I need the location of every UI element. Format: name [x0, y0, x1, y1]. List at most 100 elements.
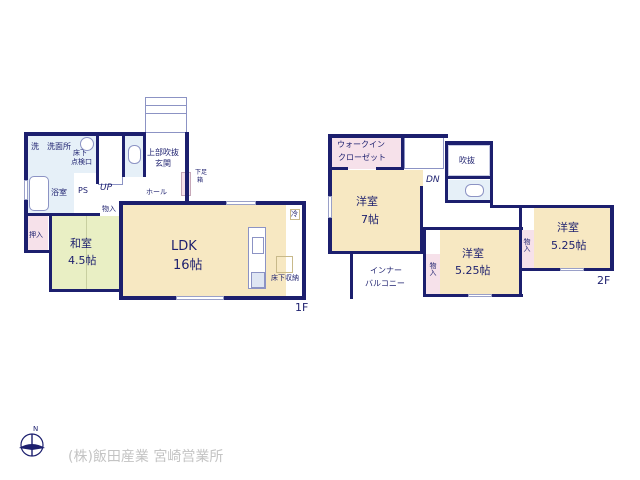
- window: [176, 296, 224, 300]
- wall: [490, 205, 613, 208]
- floor-label-2f: 2F: [597, 274, 611, 287]
- window: [468, 294, 492, 297]
- wall: [519, 205, 522, 297]
- shoe-storage-line1: 下足: [195, 169, 208, 176]
- wall: [350, 251, 353, 299]
- tatami-line: [86, 216, 87, 289]
- room-western-7: [331, 170, 423, 252]
- storage-1f-label: 物入: [102, 205, 116, 213]
- window: [328, 196, 332, 218]
- room-storage-1f: [100, 203, 122, 216]
- western-525b-name: 洋室: [557, 221, 579, 234]
- ldk-size: 16帖: [173, 258, 203, 273]
- window: [560, 268, 584, 271]
- kitchen-sink-icon: [252, 237, 264, 254]
- room-western-525b: [534, 208, 610, 268]
- wall: [420, 186, 423, 254]
- room-oshiire: [26, 216, 48, 250]
- wall: [24, 250, 51, 253]
- wall: [185, 132, 189, 204]
- western-525b-size: 5.25帖: [551, 239, 587, 252]
- toilet-icon: [465, 184, 484, 197]
- western-7-size: 7帖: [361, 213, 379, 226]
- void-label: 吹抜: [459, 156, 475, 165]
- room-void: [448, 145, 490, 176]
- wall: [119, 201, 306, 205]
- balcony-line1: インナー: [370, 266, 402, 275]
- wall: [328, 167, 348, 170]
- wash-label: 洗: [31, 142, 39, 151]
- window: [24, 180, 28, 200]
- storage-2f-b-label: 物入: [523, 238, 532, 252]
- washitsu-name: 和室: [70, 237, 92, 250]
- floor-label-1f: 1F: [295, 301, 309, 314]
- shoe-storage-line2: 箱: [197, 177, 204, 184]
- compass: N: [16, 425, 48, 458]
- wall: [119, 201, 123, 299]
- wic-line2: クローゼット: [338, 153, 386, 162]
- storage-2f-a-label: 物入: [429, 262, 438, 276]
- entrance-line2: 玄関: [155, 159, 171, 168]
- western-7-name: 洋室: [356, 195, 378, 208]
- toilet-icon: [128, 145, 141, 164]
- wall: [328, 251, 426, 254]
- room-storage-2f-a: [426, 254, 440, 294]
- stairs-up-label: UP: [100, 183, 113, 193]
- window: [226, 201, 256, 205]
- underfloor-storage-hatch: [276, 256, 293, 273]
- wall: [143, 132, 146, 177]
- ps-label: PS: [78, 186, 88, 195]
- stairs-2f: [404, 137, 444, 169]
- wall: [24, 132, 146, 136]
- wall: [490, 141, 493, 205]
- wall: [49, 289, 122, 292]
- wall: [445, 141, 493, 145]
- wall: [610, 205, 614, 271]
- wall: [445, 200, 493, 203]
- wall: [49, 214, 52, 292]
- sink-icon: [80, 137, 94, 151]
- wall: [376, 167, 404, 170]
- room-western-525a: [440, 230, 520, 294]
- entrance-porch: [145, 97, 187, 133]
- porch-step-lines: [146, 105, 186, 106]
- wall: [122, 132, 125, 177]
- wall: [328, 134, 448, 138]
- company-name: (株)飯田産業 宮崎営業所: [68, 449, 224, 465]
- wall: [445, 176, 493, 179]
- wall: [24, 213, 100, 216]
- room-inner-balcony: [352, 254, 426, 298]
- inspection-hatch-line1: 床下: [73, 149, 87, 157]
- room-storage-2f-b: [520, 230, 534, 268]
- wall: [96, 132, 99, 184]
- compass-icon: [19, 433, 45, 457]
- fridge-space: [290, 209, 300, 220]
- stove-icon: [251, 272, 265, 288]
- western-525a-size: 5.25帖: [455, 264, 491, 277]
- ldk-name: LDK: [171, 239, 197, 254]
- wall: [423, 227, 426, 297]
- western-525a-name: 洋室: [462, 247, 484, 260]
- wall: [328, 134, 332, 254]
- inspection-hatch-line2: 点検口: [71, 158, 92, 166]
- washitsu-size: 4.5帖: [68, 254, 97, 267]
- bathtub-icon: [29, 176, 49, 211]
- wall: [302, 201, 306, 299]
- balcony-line2: バルコニー: [365, 279, 405, 288]
- room-walk-in-closet: [331, 137, 401, 169]
- stairs-1f: [98, 135, 123, 185]
- wall: [423, 227, 523, 230]
- hall-label: ホール: [146, 188, 167, 196]
- washroom-label: 洗面所: [47, 142, 71, 151]
- porch-step-line: [146, 113, 186, 114]
- underfloor-storage-label: 床下収納: [271, 274, 299, 282]
- wic-line1: ウォークイン: [337, 140, 385, 149]
- wall: [445, 141, 448, 203]
- oshiire-label: 押入: [29, 231, 43, 239]
- entrance-line1: 上部吹抜: [147, 148, 179, 157]
- compass-north-label: N: [33, 425, 39, 433]
- wall: [401, 134, 404, 170]
- bath-label: 浴室: [51, 188, 67, 197]
- stairs-down-label: DN: [426, 175, 440, 185]
- fridge-label: 冷: [291, 210, 298, 218]
